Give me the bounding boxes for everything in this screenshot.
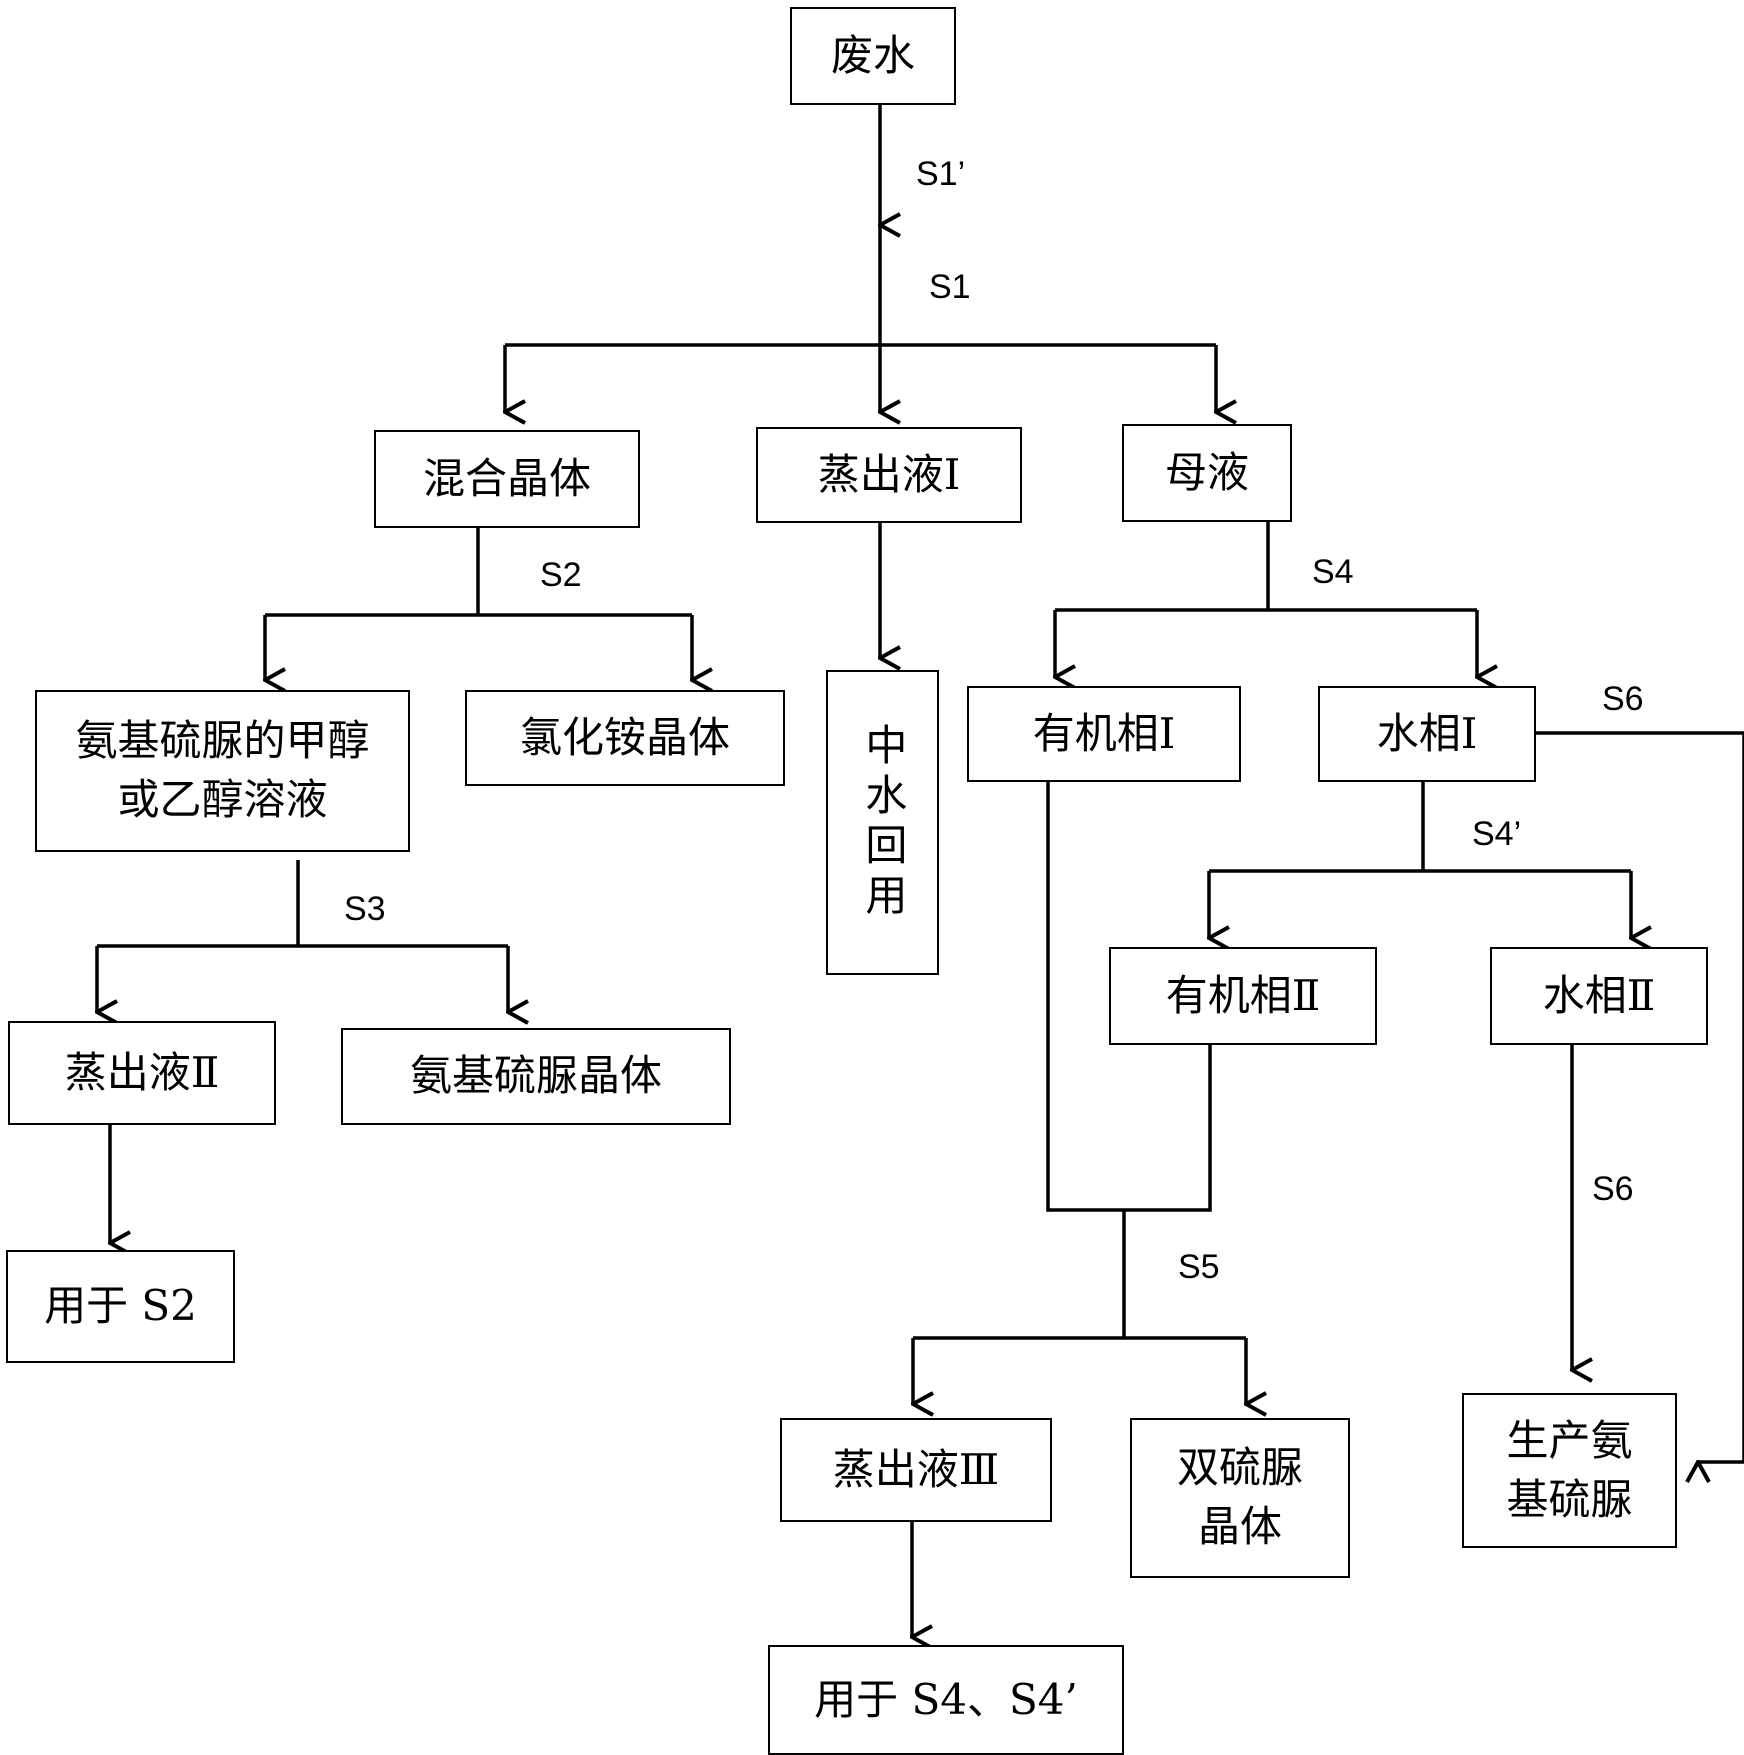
step-label-s3: S3 [344,890,386,928]
step-label-s1: S1 [929,268,971,306]
node-waste-water: 废水 [790,7,956,105]
node-mother-liquor: 母液 [1122,424,1292,522]
step-label-s4: S4 [1312,553,1354,591]
node-aqueous-phase-1: 水相Ⅰ [1318,686,1536,782]
step-label-s1-prime: S1’ [916,155,966,193]
node-distillate-3: 蒸出液Ⅲ [780,1418,1052,1522]
node-aminothiourea-crystal: 氨基硫脲晶体 [341,1028,731,1125]
step-label-s6-bottom: S6 [1592,1170,1634,1208]
node-reclaimed-water: 中水回用 [826,670,939,975]
node-distillate-2: 蒸出液Ⅱ [8,1021,276,1125]
node-ammonium-chloride-crystal: 氯化铵晶体 [465,690,785,786]
node-dithiourea-crystal: 双硫脲晶体 [1130,1418,1350,1578]
arrow-s6-to-produce [1536,731,1744,1462]
step-label-s5: S5 [1178,1248,1220,1286]
node-aqueous-phase-2: 水相Ⅱ [1490,947,1708,1045]
node-mixed-crystal: 混合晶体 [374,430,640,528]
node-used-for-s4: 用于 S4、S4’ [768,1645,1124,1755]
node-used-for-s2: 用于 S2 [6,1250,235,1363]
step-label-s2: S2 [540,556,582,594]
node-produce-aminothiourea: 生产氨基硫脲 [1462,1393,1677,1548]
node-distillate-1: 蒸出液Ⅰ [756,427,1022,523]
step-label-s6-top: S6 [1602,680,1644,718]
connector-lines [97,105,1744,1637]
node-organic-phase-2: 有机相Ⅱ [1109,947,1377,1045]
node-organic-phase-1: 有机相Ⅰ [967,686,1241,782]
node-aminothiourea-solution: 氨基硫脲的甲醇或乙醇溶液 [35,690,410,852]
step-label-s4-prime: S4’ [1472,815,1522,853]
